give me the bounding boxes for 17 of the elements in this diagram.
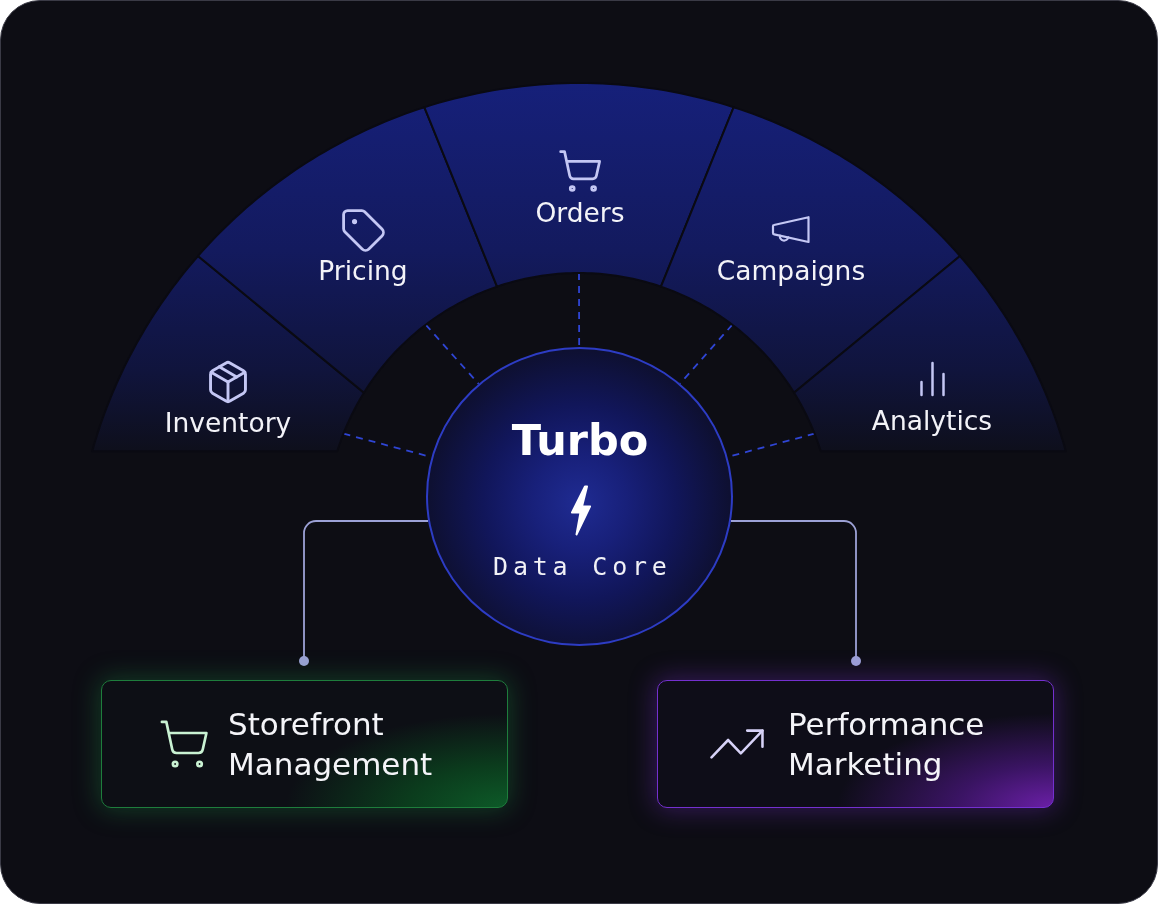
segment-label: Pricing — [318, 255, 408, 287]
connector-line — [299, 520, 429, 666]
band-segment — [197, 107, 498, 393]
card-label: Performance Marketing — [788, 705, 986, 784]
feature-card — [101, 680, 508, 808]
band-segment — [660, 107, 961, 393]
connector-line — [730, 520, 861, 666]
dashed-connector — [578, 272, 581, 348]
card-label: Storefront Management — [228, 705, 434, 784]
core-subtitle: Data Core — [492, 552, 672, 582]
segment-label: Analytics — [871, 405, 993, 437]
dashed-connector — [424, 323, 480, 385]
core-title: Turbo — [511, 417, 649, 465]
segment-label: Inventory — [164, 407, 292, 439]
feature-card — [657, 680, 1054, 808]
segment-label: Orders — [535, 197, 625, 229]
segment-label: Campaigns — [716, 255, 866, 287]
